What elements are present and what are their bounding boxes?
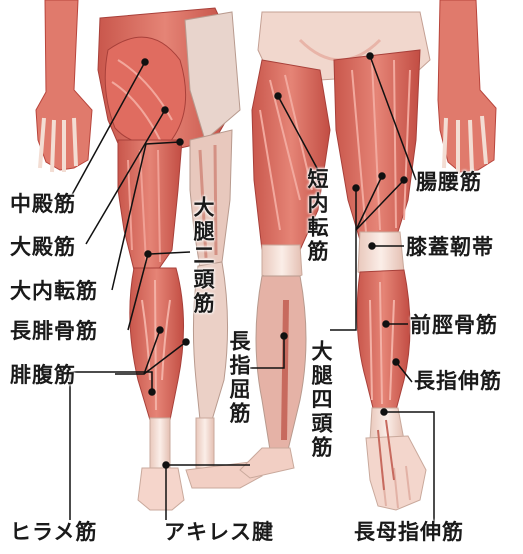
label-iliopsoas: 腸腰筋 — [416, 172, 482, 193]
label-peroneus-longus: 長腓骨筋 — [10, 321, 98, 342]
label-extensor-hallucis-longus: 長母指伸筋 — [354, 522, 464, 543]
label-quadriceps: 大腿四頭筋 — [310, 340, 331, 460]
back-foot — [138, 468, 184, 510]
label-gluteus-medius: 中殿筋 — [10, 194, 76, 215]
label-gluteus-maximus: 大殿筋 — [10, 237, 76, 258]
gluteus-maximus-shape — [105, 37, 185, 144]
label-gastrocnemius: 腓腹筋 — [10, 365, 76, 386]
front-right-foot — [366, 436, 426, 510]
back-thigh — [118, 140, 182, 270]
label-extensor-digitorum-longus: 長指伸筋 — [414, 371, 502, 392]
label-flexor-digitorum-longus: 長指屈筋 — [228, 330, 249, 426]
front-right-shin — [357, 270, 410, 412]
label-patellar-ligament: 膝蓋靭帯 — [406, 237, 494, 258]
front-left-foot — [240, 448, 294, 478]
label-soleus: ヒラメ筋 — [10, 522, 97, 543]
label-tibialis-anterior: 前脛骨筋 — [410, 315, 498, 336]
front-left-shin — [256, 276, 306, 450]
label-biceps-femoris: 大腿二頭筋 — [192, 196, 213, 316]
label-adductor-magnus: 大内転筋 — [10, 281, 98, 302]
label-achilles-tendon: アキレス腱 — [164, 522, 274, 543]
label-adductor-brevis: 短内転筋 — [306, 168, 327, 264]
back-foot-2 — [196, 418, 214, 468]
